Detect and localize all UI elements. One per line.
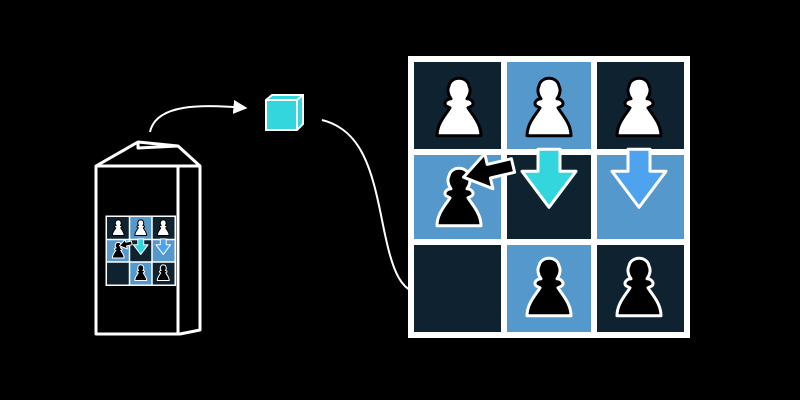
cube-icon — [265, 94, 304, 131]
board-square — [107, 262, 130, 285]
cyan-move-arrow-icon — [132, 238, 149, 255]
white-pawn-icon — [525, 76, 573, 138]
black-pawn-icon — [525, 256, 573, 318]
curved-arrow-icon — [149, 99, 248, 133]
black-pawn-icon — [111, 241, 125, 259]
black-pawn-icon — [134, 264, 148, 281]
box-prism-icon — [94, 140, 202, 336]
black-move-arrow-icon — [118, 239, 133, 250]
blue-move-arrow-icon — [155, 238, 172, 255]
board-square — [414, 242, 504, 332]
blue-move-arrow-icon — [610, 147, 668, 209]
black-pawn-icon — [435, 166, 483, 228]
black-pawn-icon — [615, 256, 663, 318]
white-pawn-icon — [435, 76, 483, 138]
black-pawn-icon — [156, 264, 170, 281]
white-pawn-icon — [111, 219, 125, 236]
main-board — [408, 56, 690, 338]
cyan-move-arrow-icon — [520, 147, 578, 209]
white-pawn-icon — [615, 76, 663, 138]
black-move-arrow-icon — [462, 152, 517, 191]
white-pawn-icon — [134, 219, 148, 236]
mini-board — [105, 215, 176, 286]
white-pawn-icon — [156, 219, 170, 236]
